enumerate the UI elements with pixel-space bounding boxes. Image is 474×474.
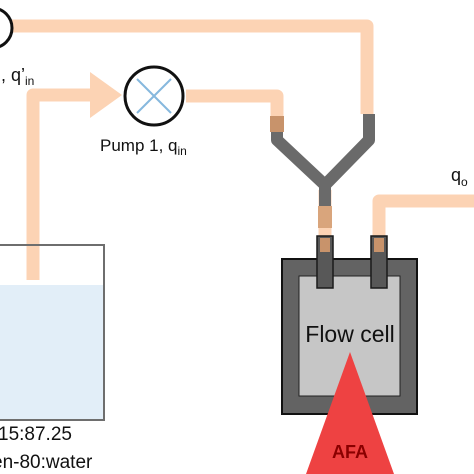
afa-beam	[306, 352, 394, 474]
tube-outflow	[372, 194, 474, 236]
pump-2	[0, 8, 14, 48]
flow-cell: Flow cell AFA	[281, 235, 418, 474]
y-junction	[270, 114, 375, 228]
tube-pump1-to-y-left	[186, 89, 284, 116]
pump-1-cross-b	[136, 78, 172, 114]
afa-label: AFA	[332, 442, 368, 462]
y-junction-body	[271, 116, 330, 190]
pump-2-label: , q’in	[1, 65, 34, 88]
ratio-label: 15:87.25	[0, 424, 72, 445]
cell-outlet-connector	[374, 238, 384, 252]
beaker-liquid	[0, 285, 103, 419]
tube-pump2-to-y-right	[12, 19, 374, 114]
pump-2-circle	[0, 8, 14, 48]
flow-arrow	[90, 72, 122, 118]
y-junction-right-arm	[320, 114, 375, 190]
pump-1	[123, 65, 185, 127]
connector-y-bottom	[318, 206, 332, 228]
flow-cell-label: Flow cell	[305, 321, 394, 347]
connector-y-left	[270, 116, 284, 132]
tube-beaker-to-pump1	[26, 88, 92, 280]
cell-inlet-connector	[320, 238, 330, 252]
tubing	[12, 19, 474, 280]
outflow-label: qo	[451, 165, 468, 189]
composition-label: en-80:water	[0, 452, 93, 473]
pump-1-label: Pump 1, qin	[100, 136, 187, 158]
beaker	[0, 244, 105, 421]
beaker-wall	[0, 244, 105, 421]
